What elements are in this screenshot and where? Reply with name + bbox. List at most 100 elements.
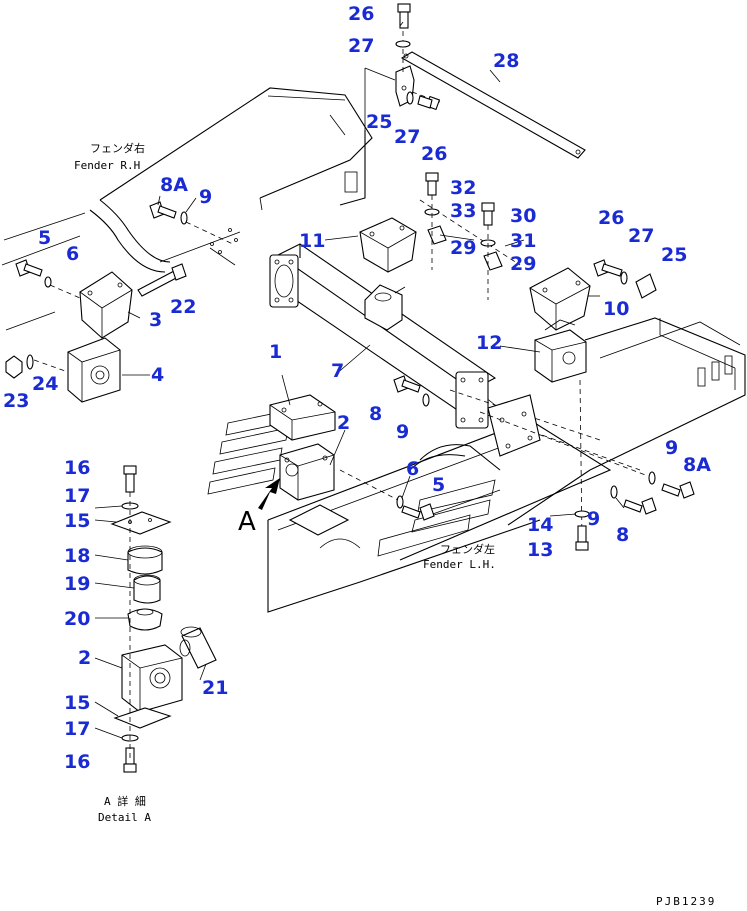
callout-26: 26 xyxy=(598,207,624,229)
washer-6-lower xyxy=(396,495,404,509)
callout-32: 32 xyxy=(450,177,476,199)
callout-2: 2 xyxy=(337,412,350,434)
callout-8a: 8A xyxy=(160,174,188,196)
callout-11: 11 xyxy=(299,230,325,252)
callout-4: 4 xyxy=(151,364,164,386)
bolt-8-mid xyxy=(393,375,421,393)
fender-lh xyxy=(267,394,612,613)
clip-29-a xyxy=(427,225,447,245)
callout-17: 17 xyxy=(64,718,90,740)
callout-5: 5 xyxy=(432,474,445,496)
callout-24: 24 xyxy=(32,373,58,395)
fender-rh-label-jp: フェンダ右 xyxy=(90,141,145,155)
callout-8: 8 xyxy=(369,403,382,425)
callout-9: 9 xyxy=(587,508,600,530)
callout-15: 15 xyxy=(64,510,90,532)
detail-a-label-en: Detail A xyxy=(98,811,151,824)
callout-7: 7 xyxy=(331,360,344,382)
callout-20: 20 xyxy=(64,608,90,630)
washer-27-right xyxy=(620,271,628,285)
callout-10: 10 xyxy=(603,298,629,320)
callout-15: 15 xyxy=(64,692,90,714)
collar-20 xyxy=(127,608,163,631)
clip-29-b xyxy=(483,251,503,271)
bolt-32 xyxy=(425,172,439,196)
leader-lines xyxy=(94,21,625,739)
callout-27: 27 xyxy=(394,126,420,148)
stay-rod-28 xyxy=(400,51,586,159)
callout-2: 2 xyxy=(78,647,91,669)
washer-9-right xyxy=(648,471,656,485)
drawing-code: PJB1239 xyxy=(656,895,716,908)
washer-6-upper xyxy=(44,276,52,288)
cross-tube xyxy=(269,243,497,429)
view-a-arrow xyxy=(258,478,280,510)
washer-9-upper xyxy=(180,211,188,225)
callout-25: 25 xyxy=(661,244,687,266)
callout-19: 19 xyxy=(64,573,90,595)
bolt-8A-right xyxy=(661,481,695,499)
bolt-26-top xyxy=(397,3,411,29)
callout-9: 9 xyxy=(665,437,678,459)
callout-numbers: 26 27 28 25 27 26 8A 9 32 33 30 31 29 29… xyxy=(3,3,711,773)
callout-6: 6 xyxy=(66,243,79,265)
shim-15-top xyxy=(110,511,172,535)
callout-28: 28 xyxy=(493,50,519,72)
callout-1: 1 xyxy=(269,341,282,363)
bolt-5-lower xyxy=(401,503,435,521)
callout-27: 27 xyxy=(628,225,654,247)
bracket-11 xyxy=(359,217,417,273)
callout-23: 23 xyxy=(3,390,29,412)
washer-24 xyxy=(26,354,34,370)
fender-lh-label-en: Fender L.H. xyxy=(423,558,496,571)
mount-4 xyxy=(67,337,121,403)
callout-16: 16 xyxy=(64,457,90,479)
callout-14: 14 xyxy=(527,514,553,536)
callout-22: 22 xyxy=(170,296,196,318)
nut-23 xyxy=(5,355,23,379)
callout-33: 33 xyxy=(450,200,476,222)
callout-9: 9 xyxy=(199,186,212,208)
callout-13: 13 xyxy=(527,539,553,561)
callout-5: 5 xyxy=(38,227,51,249)
cushion-18 xyxy=(127,547,163,575)
callout-29: 29 xyxy=(450,237,476,259)
detail-a-outline-graphics xyxy=(207,407,496,557)
callout-17: 17 xyxy=(64,485,90,507)
washer-9-lower xyxy=(610,485,618,499)
cushion-19 xyxy=(133,575,161,604)
bushing-21 xyxy=(179,626,217,669)
shim-15-bottom xyxy=(113,707,172,729)
callout-27: 27 xyxy=(348,35,374,57)
detail-a-label-jp: A 詳 細 xyxy=(104,794,146,808)
callout-30: 30 xyxy=(510,205,536,227)
bolt-13 xyxy=(575,525,589,551)
stud-22 xyxy=(137,263,187,297)
bracket-25-right xyxy=(635,273,657,299)
bolt-8A-upper xyxy=(149,201,177,219)
washer-27-top xyxy=(395,40,411,48)
washer-9-mid xyxy=(422,393,430,407)
mount-2 xyxy=(279,443,335,501)
bracket-10 xyxy=(529,267,591,331)
callout-3: 3 xyxy=(149,309,162,331)
callout-16: 16 xyxy=(64,751,90,773)
callout-8: 8 xyxy=(616,524,629,546)
bolt-26-right xyxy=(593,259,623,277)
callout-25: 25 xyxy=(366,111,392,133)
callout-29: 29 xyxy=(510,253,536,275)
washer-27-mid xyxy=(406,91,414,105)
callout-21: 21 xyxy=(202,677,228,699)
view-a-marker: A xyxy=(238,507,256,537)
bolt-30 xyxy=(481,202,495,226)
callout-6: 6 xyxy=(406,458,419,480)
callout-9: 9 xyxy=(396,421,409,443)
bracket-3 xyxy=(79,271,133,339)
fender-lh-label-jp: フェンダ左 xyxy=(440,542,495,556)
detail-a-assembly xyxy=(110,465,217,773)
mount-2-detail xyxy=(121,644,183,713)
callout-18: 18 xyxy=(64,545,90,567)
fender-rh-label-en: Fender R.H xyxy=(74,159,140,172)
